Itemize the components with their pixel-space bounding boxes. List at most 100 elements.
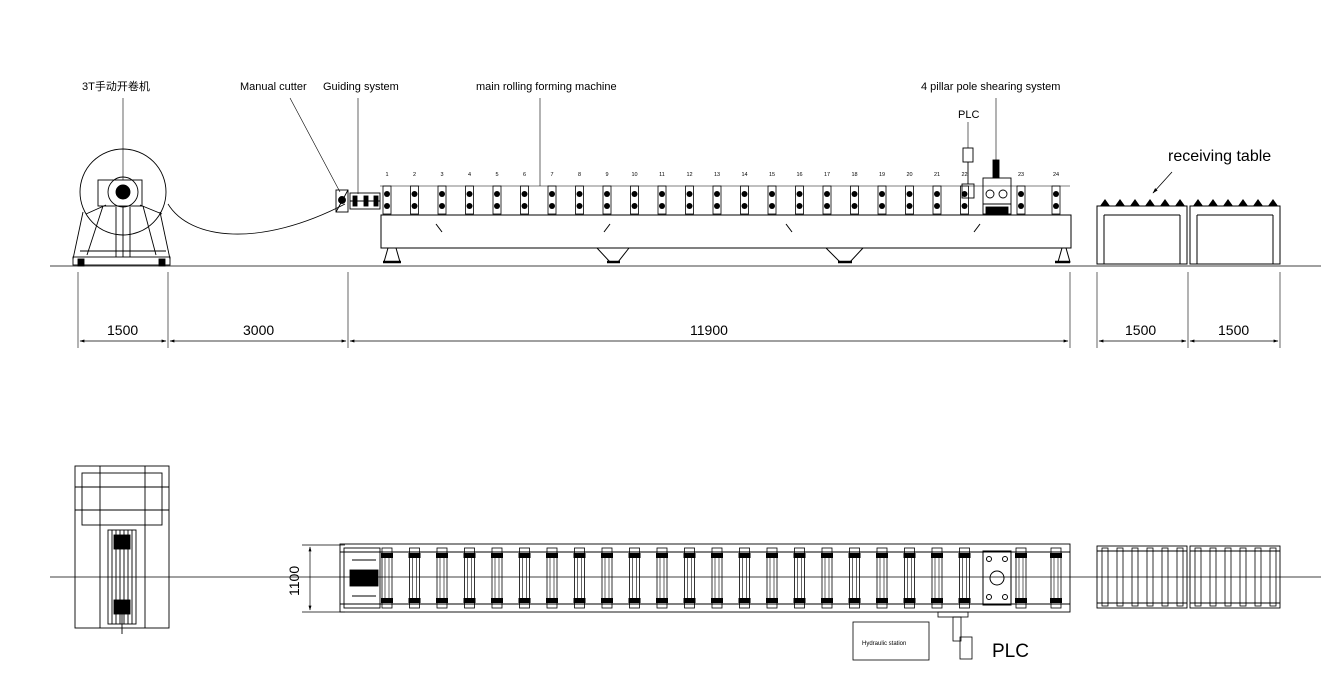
receiving-roller-plan [1161,547,1169,607]
roll-station: 14 [740,172,749,215]
receiving-roller-plan [1131,547,1139,607]
label-shearing-system: 4 pillar pole shearing system [921,81,1060,93]
roll-station: 23 [1016,172,1026,215]
station-number: 5 [495,172,498,178]
roll-station: 24 [1051,172,1061,215]
receiving-roller [1253,199,1263,206]
receiving-roller [1268,199,1278,206]
label-guiding-system: Guiding system [323,81,399,93]
roll-station-plan [601,547,613,609]
receiving-roller [1238,199,1248,206]
receiving-roller-plan [1239,547,1247,607]
station-number: 11 [659,172,665,178]
receiving-arrow [1152,171,1173,194]
roll-station: 21 [932,172,942,215]
station-number: 17 [824,172,830,178]
receiving-roller [1100,199,1110,206]
roll-station: 1 [382,172,392,215]
receiving-roller-plan [1101,547,1109,607]
station-number: 23 [1018,172,1024,178]
station-number: 20 [906,172,912,178]
plc-control-box-plan [937,611,973,660]
main-machine-frame [380,214,1072,264]
plc-control-box-top [961,147,975,199]
roll-station: 19 [877,172,887,215]
dimension-width [302,544,345,613]
roll-station: 16 [795,172,804,215]
station-number: 24 [1053,172,1059,178]
hydraulic-station [852,621,930,661]
roll-station-plan [683,547,696,609]
plan-roll-stations [381,547,1062,609]
receiving-roller [1223,199,1233,206]
receiving-roller [1160,199,1170,206]
roll-station: 11 [657,172,667,215]
roll-station-plan [766,547,778,609]
roll-station: 4 [465,172,474,215]
shearing-system [982,159,1012,215]
receiving-roller [1208,199,1218,206]
station-number: 19 [879,172,885,178]
dimension-extensions [77,272,1281,348]
shearing-plan [982,550,1012,606]
receiving-roller-plan [1269,547,1277,607]
guiding-system [349,192,381,210]
roll-station: 20 [905,172,914,215]
roll-station-plan [436,547,448,609]
dim-1500-a: 1500 [107,322,138,338]
roll-station-plan [408,547,421,609]
roll-station-plan [793,547,806,609]
receiving-roller-plan [1176,547,1184,607]
roll-station-plan [381,547,393,609]
roll-station-plan [931,547,943,609]
decoiler [72,148,171,267]
station-number: 9 [605,172,608,178]
roll-station-plan [903,547,916,609]
receiving-plan-rollers [1101,547,1277,607]
receiving-roller [1193,199,1203,206]
decoiler-plan [74,465,170,634]
roll-station: 12 [685,172,694,215]
roll-station: 2 [410,172,419,215]
strip-path [167,203,346,235]
receiving-roller-plan [1224,547,1232,607]
roll-station-plan [958,547,971,609]
label-plc-top: PLC [958,109,979,121]
roll-station: 9 [602,172,612,215]
receiving-table-side [1096,205,1281,265]
label-decoiler: 3T手动开卷机 [82,79,150,93]
dim-3000: 3000 [243,322,274,338]
roll-station-plan [573,547,586,609]
roll-station: 15 [767,172,777,215]
receiving-roller-plan [1209,547,1217,607]
station-number: 16 [796,172,802,178]
roll-station: 5 [492,172,502,215]
receiving-roller-plan [1254,547,1262,607]
roll-station-plan [876,547,888,609]
roll-station-plan [821,547,833,609]
roll-station-plan [628,547,641,609]
receiving-rollers [1100,199,1278,206]
receiving-roller [1130,199,1140,206]
leader-lines [122,97,997,194]
dim-1500-b: 1500 [1125,322,1156,338]
roll-station-plan [463,547,476,609]
roll-station-plan [546,547,558,609]
label-manual-cutter: Manual cutter [240,81,307,93]
label-plc-bottom: PLC [992,641,1029,662]
roll-station-plan [711,547,723,609]
station-number: 4 [468,172,471,178]
roll-station: 13 [712,172,722,215]
station-number: 6 [523,172,526,178]
receiving-roller-plan [1146,547,1154,607]
roll-station: 22 [960,172,969,215]
label-hydraulic-station: Hydraulic station [862,641,906,647]
roll-station-plan [1050,547,1062,609]
station-number: 2 [413,172,416,178]
receiving-roller-plan [1194,547,1202,607]
manual-cutter [335,189,349,213]
roll-station: 7 [547,172,557,215]
station-number: 18 [851,172,857,178]
receiving-table-plan [1096,545,1281,609]
